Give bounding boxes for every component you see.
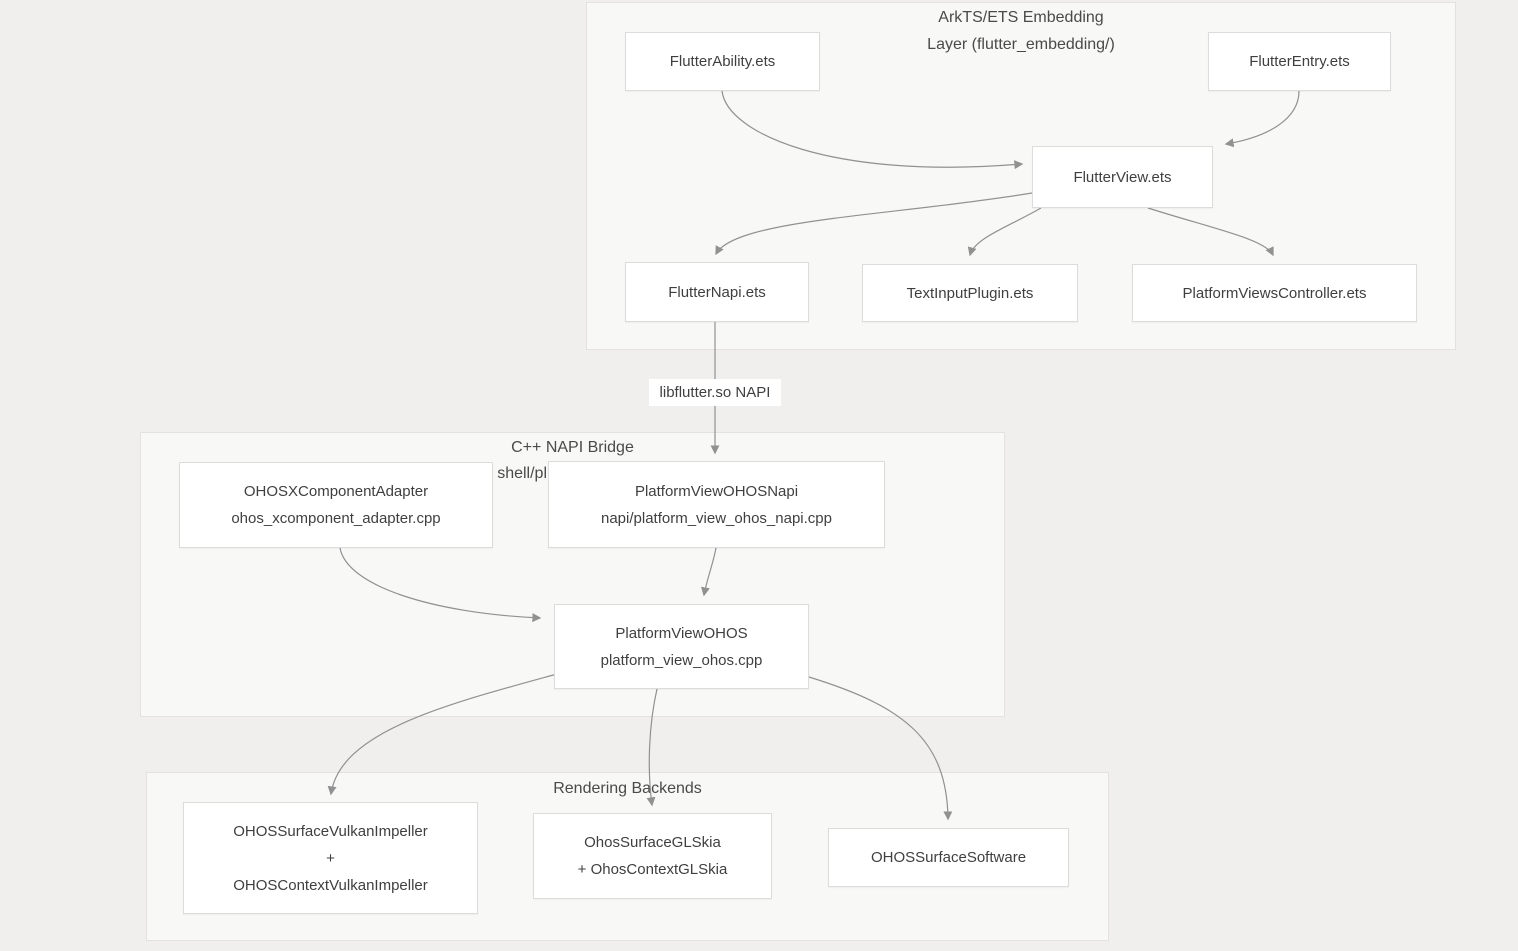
node-sublabel: napi/platform_view_ohos_napi.cpp [601, 509, 832, 527]
group-title: C++ NAPI Bridge [511, 439, 634, 456]
node-label: OhosSurfaceGLSkia [584, 834, 721, 851]
node-label: FlutterNapi.ets [668, 283, 766, 301]
node-flutterability: FlutterAbility.ets [625, 32, 820, 91]
node-label: FlutterEntry.ets [1249, 53, 1350, 70]
edge-platformviewohos-to-glskia [646, 688, 658, 807]
edge-flutterability-to-flutterview [721, 90, 1024, 170]
group-subtitle-clipped: shell/pl [497, 465, 547, 482]
node-sublabel: + OhosContextGLSkia [577, 861, 728, 878]
node-textinputplugin: TextInputPlugin.ets [862, 264, 1078, 322]
edge-flutterentry-to-flutterview [1224, 90, 1300, 148]
group-subtitle: Layer (flutter_embedding/) [927, 36, 1115, 53]
edge-flutterview-to-flutternapi [715, 192, 1033, 256]
node-label: OHOSSurfaceSoftware [870, 849, 1027, 866]
node-platformviewscontroller: PlatformViewsController.ets [1132, 264, 1417, 322]
group-title: ArkTS/ETS Embedding [938, 9, 1104, 26]
node-ohosxcomponentadapter: OHOSXComponentAdapter ohos_xcomponent_ad… [179, 462, 493, 548]
edge-flutterview-to-textinputplugin [967, 207, 1042, 257]
edge-platformviewohos-to-vulkanimpeller [327, 673, 558, 796]
node-label-plus: + [326, 849, 335, 867]
group-title: Rendering Backends [553, 780, 702, 797]
node-sublabel: OHOSContextVulkanImpeller [233, 876, 428, 894]
node-platformviewohos: PlatformViewOHOS platform_view_ohos.cpp [554, 604, 809, 689]
node-sublabel: ohos_xcomponent_adapter.cpp [231, 510, 441, 527]
node-label: OHOSSurfaceVulkanImpeller [233, 822, 428, 840]
edge-label-libflutter-napi: libflutter.so NAPI [649, 379, 781, 406]
node-label: PlatformViewOHOS [615, 624, 748, 642]
node-platformviewohosnapi: PlatformViewOHOSNapi napi/platform_view_… [548, 461, 885, 548]
node-label: PlatformViewsController.ets [1182, 284, 1367, 302]
node-ohossurfacevulkanimpeller: OHOSSurfaceVulkanImpeller + OHOSContextV… [183, 802, 478, 914]
node-ohossurfacesoftware: OHOSSurfaceSoftware [828, 828, 1069, 887]
edge-flutterview-to-platformviewscontroller [1147, 207, 1274, 257]
node-sublabel: platform_view_ohos.cpp [600, 651, 763, 669]
node-flutterentry: FlutterEntry.ets [1208, 32, 1391, 91]
node-flutterview: FlutterView.ets [1032, 146, 1213, 208]
edge-xcomponentadapter-to-platformviewohos [339, 547, 542, 623]
node-label: PlatformViewOHOSNapi [634, 482, 799, 500]
node-flutternapi: FlutterNapi.ets [625, 262, 809, 322]
node-ohossurfaceglskia: OhosSurfaceGLSkia + OhosContextGLSkia [533, 813, 772, 899]
node-label: FlutterAbility.ets [669, 53, 776, 70]
node-label: TextInputPlugin.ets [906, 284, 1034, 302]
node-label: FlutterView.ets [1073, 168, 1172, 186]
edge-platformviewohosnapi-to-platformviewohos [700, 547, 717, 597]
edge-platformviewohos-to-surfacesoftware [808, 676, 953, 821]
node-label: OHOSXComponentAdapter [243, 483, 429, 500]
